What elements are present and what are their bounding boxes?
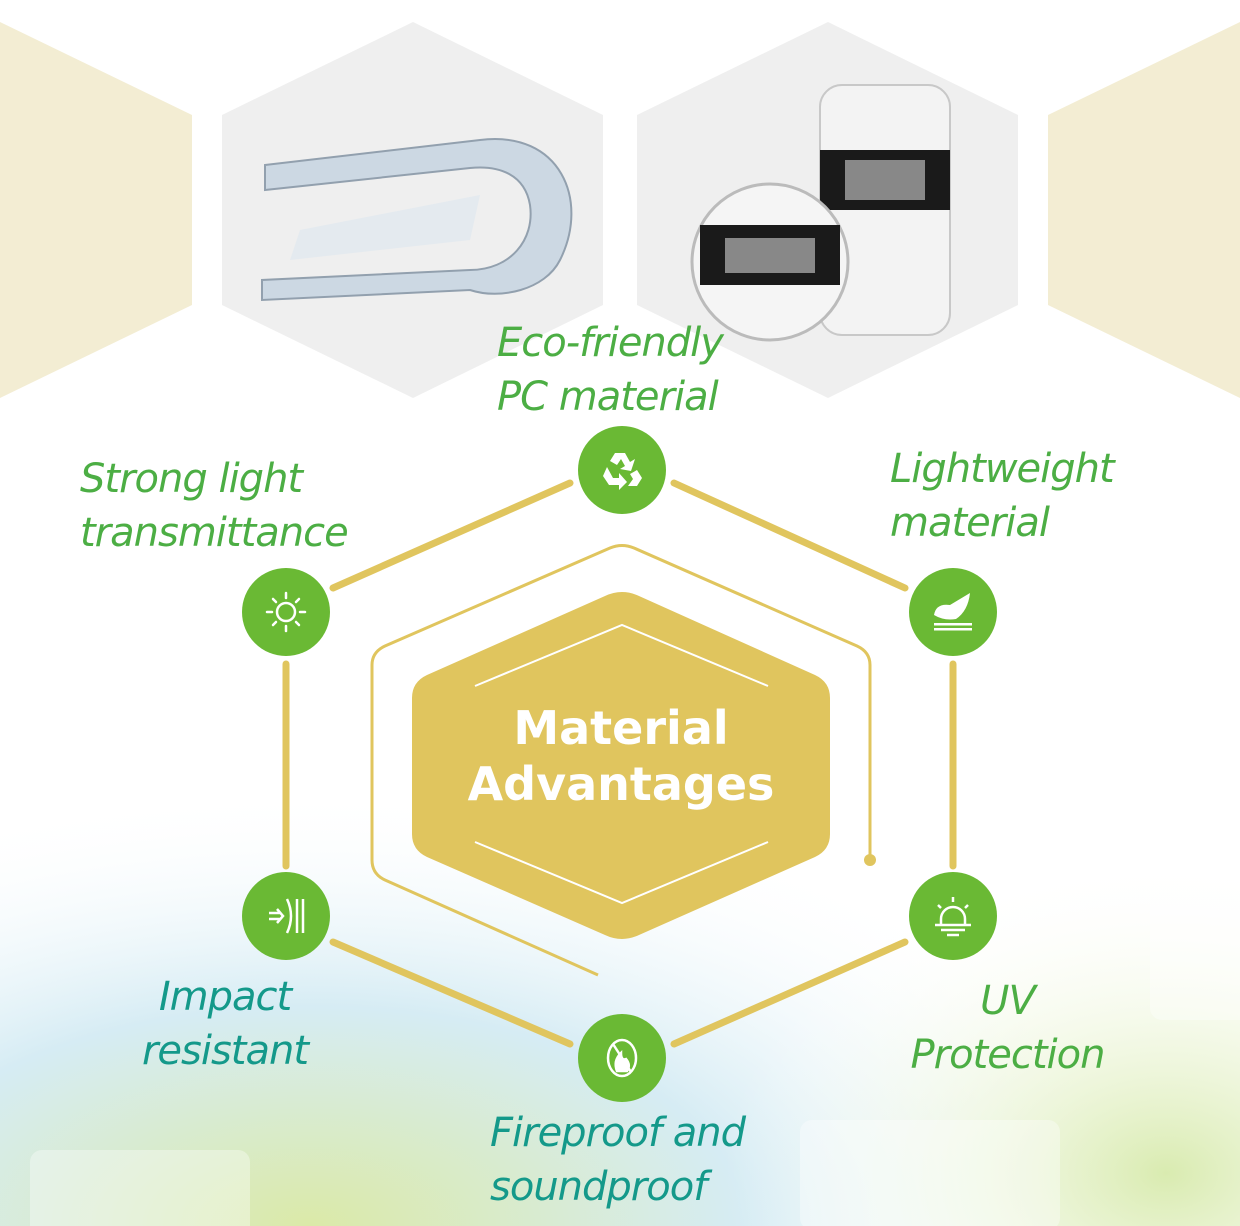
- uv-lamp-icon: [909, 872, 997, 960]
- side-hex-left: [0, 22, 192, 398]
- side-hex-right: [1048, 22, 1240, 398]
- center-title-line1: Material: [513, 701, 729, 755]
- feather-icon: [909, 568, 997, 656]
- no-fire-icon: [578, 1014, 666, 1102]
- pc-sheet-image: [261, 138, 573, 302]
- inner-hex-outline: [370, 544, 872, 977]
- center-hexagon: [412, 592, 830, 939]
- sun-icon: [242, 568, 330, 656]
- impact-icon: [242, 872, 330, 960]
- center-title: Material Advantages: [412, 700, 830, 812]
- hexagon-connector-lines: [282, 479, 957, 1048]
- riot-shields-image: [690, 84, 951, 342]
- center-title-line2: Advantages: [467, 757, 775, 811]
- recycle-icon: [578, 426, 666, 514]
